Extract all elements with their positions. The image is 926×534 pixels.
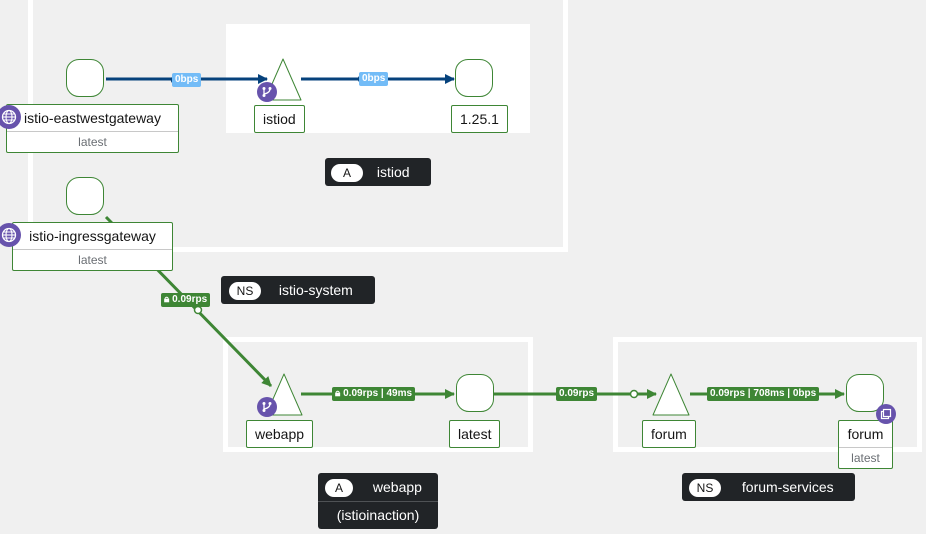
node-name: forum [651,426,687,442]
edge-label-webapp-latest: 🔒︎ 0.09rps | 49ms [332,387,416,401]
node-name: istiod [263,111,296,127]
node-version: latest [13,249,172,270]
forum-services-namespace-tag[interactable]: NS forum-services [682,473,855,501]
node-version: latest [7,131,178,152]
istiod-version-label[interactable]: 1.25.1 [451,105,508,133]
lock-icon: 🔒︎ [164,294,170,305]
lock-icon: 🔒︎ [335,388,341,399]
webapp-latest-node[interactable] [456,374,494,412]
namespace-badge: NS [689,479,721,498]
node-version: latest [839,447,892,468]
node-name: istio-ingressgateway [29,228,156,244]
edge-label-text: 0.09rps | 49ms [343,388,413,399]
app-badge: A [331,164,363,183]
branch-icon [257,82,277,102]
app-name: istiod [376,164,410,180]
forum-workload-label[interactable]: forum latest [838,420,893,469]
app-badge: A [325,479,353,498]
node-name: istio-eastwestgateway [24,110,161,126]
eastwest-gateway-node[interactable] [66,59,104,97]
namespace-name: forum-services [741,479,834,495]
istiod-service-label[interactable]: istiod [254,105,305,133]
webapp-service-label[interactable]: webapp [246,420,314,448]
eastwest-gateway-label[interactable]: istio-eastwestgateway latest [6,104,179,153]
node-name: 1.25.1 [460,111,499,127]
globe-icon [0,223,21,247]
edge-dot [629,389,639,399]
edge-label-istiod-version: 0bps [359,72,389,86]
ingress-gateway-label[interactable]: istio-ingressgateway latest [12,222,173,271]
webapp-app-tag[interactable]: A webapp (istioinaction) [318,473,438,529]
node-name: latest [458,426,492,442]
ingress-gateway-node[interactable] [66,177,104,215]
edge-label-text: 0.09rps [172,294,208,305]
webapp-latest-label[interactable]: latest [449,420,501,448]
edge-label-eastwest-istiod: 0bps [172,73,202,87]
namespace-name: istio-system [278,282,353,298]
branch-icon [257,397,277,417]
globe-icon [0,105,21,129]
istio-system-namespace-tag[interactable]: NS istio-system [221,276,375,304]
forum-service-label[interactable]: forum [642,420,696,448]
edge-label-latest-forum: 0.09rps [556,387,598,401]
edge-label-ingress-webapp: 🔒︎ 0.09rps [161,293,211,307]
copy-icon [876,404,896,424]
node-name: webapp [255,426,305,442]
forum-service-node[interactable] [652,373,690,416]
namespace-badge: NS [229,282,261,301]
edge-label-forum-workload: 0.09rps | 708ms | 0bps [707,387,820,401]
app-name: webapp [372,479,422,495]
forum-workload-node[interactable] [846,374,884,412]
istiod-app-tag[interactable]: A istiod [325,158,431,186]
edge-dot [193,305,203,315]
node-name: forum [847,426,884,442]
istiod-version-node[interactable] [455,59,493,97]
app-namespace: (istioinaction) [336,507,420,523]
